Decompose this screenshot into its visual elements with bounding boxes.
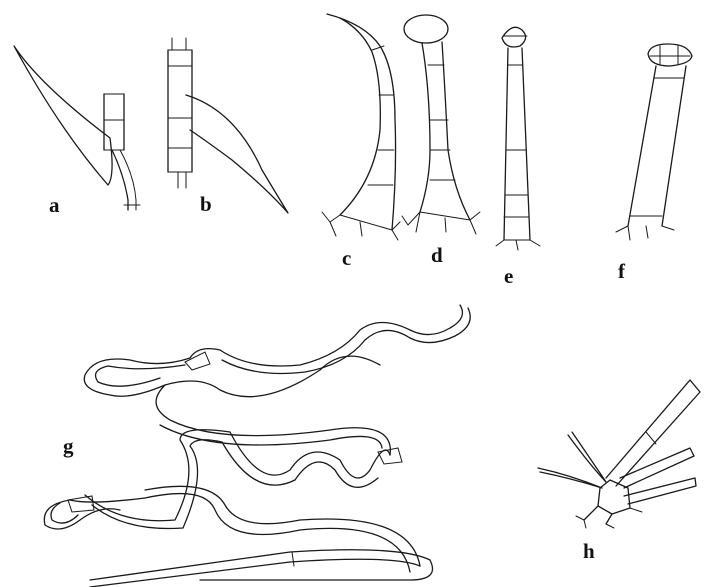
label-e: e: [504, 264, 513, 288]
label-f: f: [618, 259, 626, 283]
label-d: d: [431, 243, 443, 267]
trichome-a: [14, 46, 140, 210]
label-b: b: [200, 192, 212, 216]
trichome-d: [402, 15, 480, 234]
trichome-h: [538, 380, 700, 528]
label-c: c: [342, 246, 351, 270]
label-g: g: [63, 434, 74, 458]
trichome-c: [322, 14, 400, 240]
trichome-g: [44, 305, 470, 587]
trichome-b: [168, 38, 288, 213]
label-a: a: [49, 193, 60, 217]
label-h: h: [583, 539, 595, 563]
trichome-e: [496, 27, 540, 250]
trichome-f: [616, 44, 692, 240]
